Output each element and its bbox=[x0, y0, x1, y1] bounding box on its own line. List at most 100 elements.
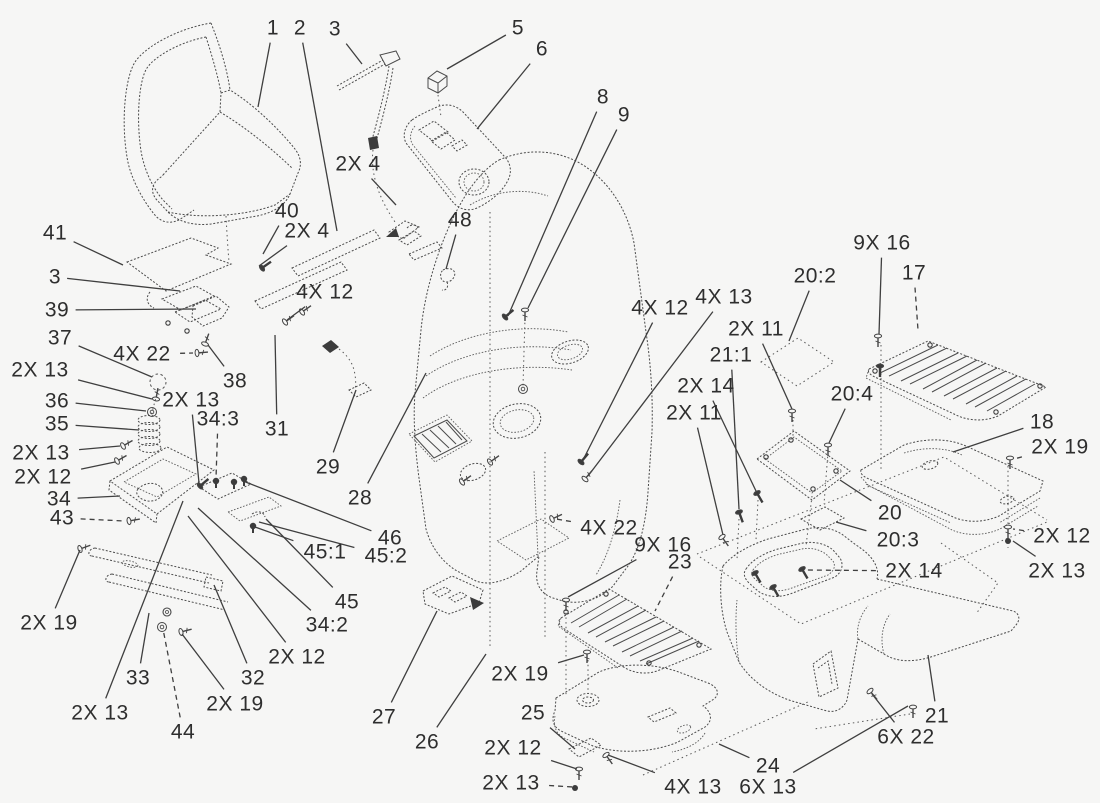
callout-label: 5 bbox=[511, 16, 525, 40]
shift-rod bbox=[336, 50, 401, 223]
screw-icon bbox=[486, 455, 500, 466]
callout-label: 2X 11 bbox=[728, 317, 784, 341]
dot-icon bbox=[603, 591, 609, 597]
plate18-seam bbox=[903, 448, 963, 456]
screwdark-icon bbox=[753, 490, 764, 504]
callout-label: 31 bbox=[264, 417, 290, 441]
leader-line bbox=[587, 311, 714, 477]
callout-label: 43 bbox=[49, 506, 75, 530]
console21-wing bbox=[857, 578, 1020, 662]
callout-label: 2X 19 bbox=[206, 692, 264, 716]
strap-32 bbox=[203, 576, 224, 592]
seat-cushion-front bbox=[167, 193, 291, 217]
callout-label: 18 bbox=[1029, 410, 1055, 434]
callout-label: 20:4 bbox=[830, 382, 874, 406]
screw-icon bbox=[281, 315, 295, 326]
callout-label: 21:1 bbox=[709, 343, 753, 367]
nut-icon bbox=[572, 785, 578, 791]
seat-hinge-assembly bbox=[125, 229, 443, 327]
screw-icon bbox=[866, 687, 878, 700]
screwdark-icon bbox=[875, 363, 885, 377]
plate18-stack bbox=[860, 476, 1041, 535]
seat-latch bbox=[386, 220, 456, 291]
fasteners bbox=[77, 260, 1043, 791]
floor-pan-left bbox=[557, 588, 713, 674]
leader-line bbox=[191, 414, 200, 484]
seat-platform bbox=[496, 518, 570, 561]
seat-plate-34 bbox=[108, 446, 215, 524]
callout-label: 2X 19 bbox=[20, 611, 78, 635]
alignment-lines bbox=[150, 212, 1048, 776]
leader-line bbox=[805, 569, 876, 572]
link-clevis bbox=[368, 136, 379, 150]
console-cutout-c bbox=[451, 139, 468, 152]
console21-opening-inner bbox=[751, 547, 835, 592]
leader-line bbox=[445, 234, 457, 270]
boltdark-icon bbox=[249, 522, 257, 533]
callout-label: 2X 13 bbox=[71, 701, 129, 725]
latch-plate-45 bbox=[227, 496, 282, 522]
leader-line bbox=[654, 576, 674, 612]
callout-label: 46 bbox=[377, 526, 403, 550]
upper-oval-inner bbox=[556, 343, 584, 361]
dot-icon bbox=[763, 454, 769, 460]
callout-label: 3 bbox=[48, 265, 62, 289]
leader-line bbox=[549, 784, 574, 788]
leader-line bbox=[839, 479, 872, 502]
leader-line bbox=[258, 521, 355, 549]
plate20-inner bbox=[764, 436, 843, 494]
bracket-flag bbox=[470, 597, 484, 610]
dot-icon bbox=[993, 409, 999, 415]
screwdark-icon bbox=[577, 452, 589, 466]
leader-line bbox=[207, 344, 225, 367]
callout-label: 20:3 bbox=[876, 528, 920, 552]
slide-rails bbox=[88, 547, 229, 611]
leader-line bbox=[878, 257, 883, 335]
rail-upper bbox=[88, 547, 213, 584]
hinge-bracket-a bbox=[160, 285, 216, 311]
dot-icon bbox=[927, 342, 933, 348]
rod bbox=[336, 59, 386, 91]
leader-line bbox=[446, 34, 507, 70]
leader-line bbox=[73, 241, 124, 266]
callout-label: 48 bbox=[447, 208, 473, 232]
screwdark-icon bbox=[196, 478, 210, 490]
callout-label: 2X 13 bbox=[162, 388, 220, 412]
callout-label: 20:2 bbox=[793, 264, 837, 288]
rail-lower bbox=[105, 573, 229, 611]
leader-line bbox=[718, 743, 750, 759]
leader-line bbox=[77, 379, 153, 400]
callout-label: 24 bbox=[755, 754, 781, 778]
callout-label: 4X 13 bbox=[664, 775, 722, 799]
wire-form-46 bbox=[251, 511, 266, 518]
leader-line bbox=[75, 308, 197, 311]
leader-line bbox=[162, 628, 181, 718]
support-plate-31 bbox=[291, 229, 381, 277]
leader-line bbox=[302, 42, 338, 232]
screwdark-icon bbox=[735, 509, 744, 523]
leader-line bbox=[274, 334, 278, 415]
leader-line bbox=[254, 526, 294, 542]
callout-label: 35 bbox=[44, 412, 70, 436]
link bbox=[371, 65, 394, 143]
screw-icon bbox=[602, 751, 613, 765]
ghost-plane bbox=[696, 456, 1048, 625]
leader-line bbox=[78, 345, 153, 378]
console-box-21 bbox=[720, 527, 1020, 712]
grip-pad bbox=[413, 419, 468, 459]
callout-label: 2X 4 bbox=[284, 219, 330, 243]
leader-line bbox=[75, 424, 140, 431]
screw-icon bbox=[873, 333, 883, 347]
control-console bbox=[403, 104, 511, 211]
small-oval-hole bbox=[459, 462, 487, 482]
boltdark-icon bbox=[240, 475, 248, 486]
footrest-stack bbox=[553, 715, 706, 753]
steering-hole bbox=[492, 403, 542, 439]
seat-back-edge bbox=[205, 22, 231, 94]
callout-label: 29 bbox=[315, 455, 341, 479]
ignition-hole bbox=[463, 172, 485, 192]
callout-label: 41 bbox=[42, 221, 68, 245]
support-bar bbox=[408, 241, 443, 261]
screw-icon bbox=[549, 513, 563, 523]
